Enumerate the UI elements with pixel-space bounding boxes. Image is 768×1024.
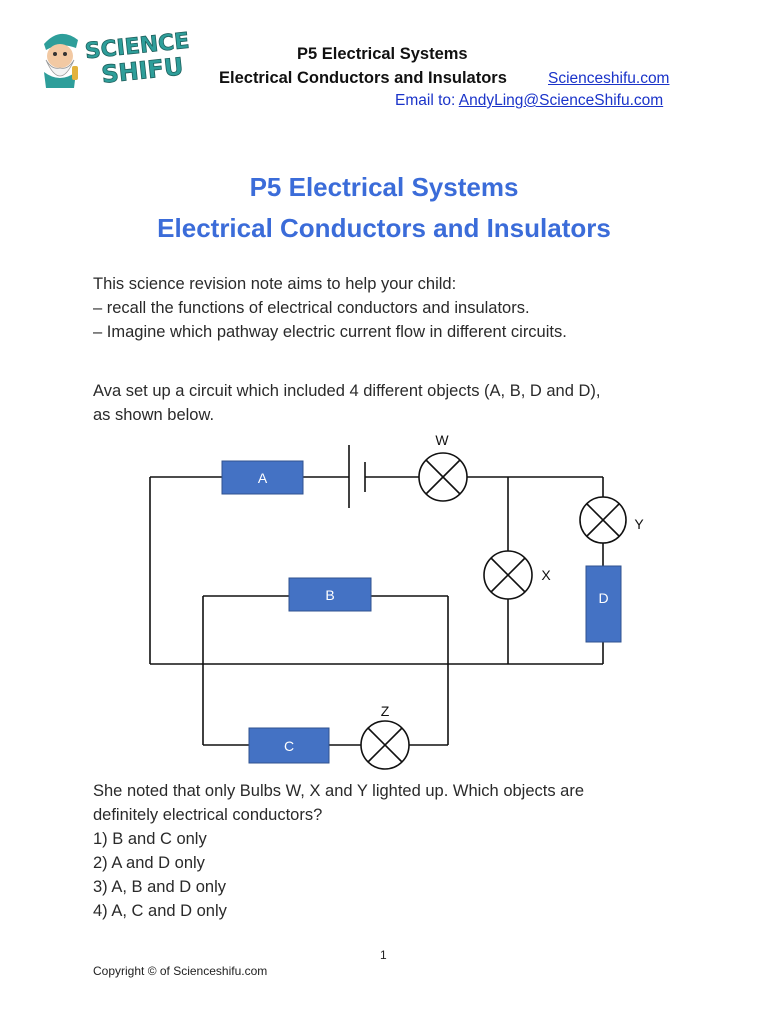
option-4: 4) A, C and D only [93,902,227,920]
battery-icon [348,445,366,508]
bulb-z-label: Z [381,703,390,719]
bulb-y-label: Y [634,516,644,532]
option-2: 2) A and D only [93,854,205,872]
object-b: B [288,577,372,612]
object-c-label: C [284,738,294,754]
email-prefix: Email to: [395,92,459,109]
object-b-label: B [325,587,334,603]
bulb-z-icon [360,720,410,770]
bulb-w-icon [418,452,468,502]
science-shifu-logo: SCIENCE SHIFU [44,28,191,89]
copyright: Copyright © of Scienceshifu.com [93,964,268,978]
object-d: D [585,565,622,643]
site-link[interactable]: Scienceshifu.com [548,70,669,88]
object-a-label: A [258,470,268,486]
question-setup-line-1: Ava set up a circuit which included 4 di… [93,382,601,400]
circuit-diagram: A B C D W X Y Z [149,432,644,770]
object-a: A [221,460,304,495]
object-d-label: D [598,590,608,606]
question-setup-line-2: as shown below. [93,406,215,424]
page-number: 1 [380,948,387,962]
page-title-line-1: P5 Electrical Systems [249,172,519,202]
mascot-icon [44,33,78,88]
bulb-x-icon [483,550,533,600]
intro-line-3: – Imagine which pathway electric current… [93,323,567,341]
question-prompt-line-2: definitely electrical conductors? [93,806,323,824]
email-line: Email to: AndyLing@ScienceShifu.com [395,92,663,110]
intro-line-2: – recall the functions of electrical con… [93,299,530,317]
bulb-w-label: W [435,432,449,448]
bulb-y-icon [579,496,627,544]
object-c: C [248,727,330,764]
intro-line-1: This science revision note aims to help … [93,275,457,293]
option-1: 1) B and C only [93,830,207,848]
page-title-line-2: Electrical Conductors and Insulators [157,213,611,243]
question-prompt-line-1: She noted that only Bulbs W, X and Y lig… [93,782,585,800]
site-link-text[interactable]: Scienceshifu.com [548,70,670,87]
header-line-2: Electrical Conductors and Insulators [219,69,507,87]
header-line-1: P5 Electrical Systems [297,45,468,63]
email-link[interactable]: AndyLing@ScienceShifu.com [458,92,664,109]
option-3: 3) A, B and D only [93,878,226,896]
bulb-x-label: X [541,567,551,583]
